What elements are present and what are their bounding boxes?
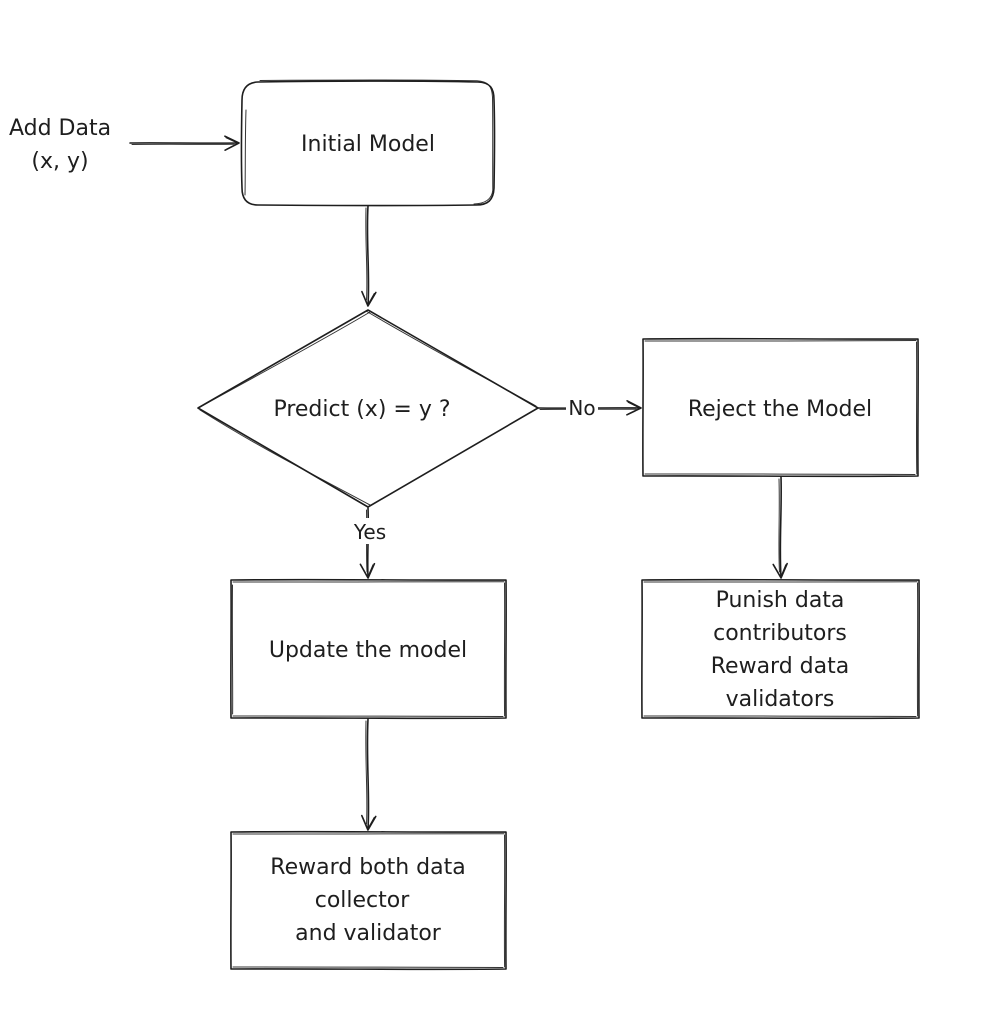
arrow-decision-to-update: Yes	[349, 507, 391, 579]
node-reject-model[interactable]: Reject the Model	[642, 337, 919, 478]
arrow-decision-to-reject: No	[537, 396, 642, 420]
input-label-line2: (x, y)	[31, 149, 88, 174]
edge-label-yes: Yes	[353, 520, 386, 544]
node-reward-both[interactable]: Reward both data collector and validator	[230, 830, 507, 971]
node-punish-reward-line3: Reward data	[711, 654, 849, 679]
arrow-initial-to-decision	[361, 205, 377, 307]
node-punish-reward[interactable]: Punish data contributors Reward data val…	[641, 578, 920, 720]
arrow-reject-to-punish	[772, 476, 788, 579]
input-label: Add Data (x, y)	[9, 116, 111, 174]
edge-label-no: No	[568, 396, 595, 420]
node-initial-model[interactable]: Initial Model	[240, 79, 496, 207]
node-reward-both-line2: collector	[315, 888, 410, 913]
node-punish-reward-line1: Punish data	[716, 588, 845, 613]
node-initial-model-label: Initial Model	[301, 132, 435, 157]
node-reward-both-line3: and validator	[295, 921, 442, 946]
node-update-model-label: Update the model	[269, 638, 467, 663]
node-punish-reward-line4: validators	[726, 687, 835, 712]
node-punish-reward-line2: contributors	[713, 621, 847, 646]
node-predict-decision[interactable]: Predict (x) = y ?	[197, 309, 539, 508]
input-label-line1: Add Data	[9, 116, 111, 141]
node-predict-decision-label: Predict (x) = y ?	[273, 397, 450, 422]
arrow-input-to-initial-model	[129, 135, 240, 151]
arrow-update-to-reward	[360, 718, 377, 831]
node-reject-model-label: Reject the Model	[688, 397, 872, 422]
node-update-model[interactable]: Update the model	[230, 578, 507, 720]
node-reward-both-line1: Reward both data	[270, 855, 465, 880]
